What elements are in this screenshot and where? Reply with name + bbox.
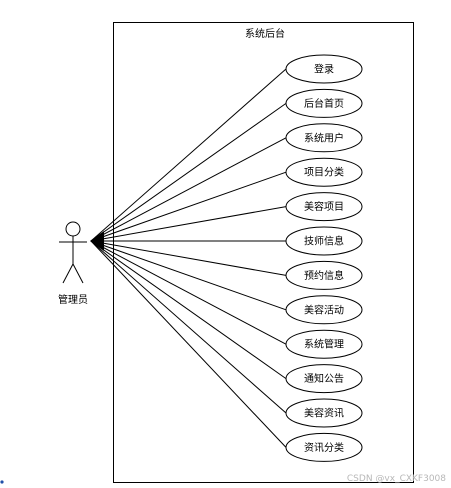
actor-admin[interactable]: 管理员 [58,221,88,306]
use-case[interactable]: 通知公告 [285,364,363,394]
association-line [90,102,287,242]
use-case-label: 美容资讯 [304,407,344,420]
association-line [90,240,287,345]
watermark: CSDN @vx_CXKF3008 [347,474,446,484]
edge-marker-dot [0,480,4,484]
association-arrowheads [90,231,104,251]
use-case-ellipse [285,192,363,222]
use-case[interactable]: 美容活动 [285,295,363,325]
use-case[interactable]: 项目分类 [285,157,363,187]
system-title: 系统后台 [245,27,285,40]
association-line [90,240,287,414]
association-line [90,240,287,276]
use-case-label: 项目分类 [304,166,344,179]
association-line [90,240,287,380]
use-case-ellipse [285,54,363,84]
association-line [90,68,287,242]
use-case[interactable]: 美容资讯 [285,398,363,428]
use-case-label: 资讯分类 [304,441,344,454]
use-case-list: 登录后台首页系统用户项目分类美容项目技师信息预约信息美容活动系统管理通知公告美容… [285,54,363,462]
use-case-ellipse [285,295,363,325]
stick-figure-icon [59,221,87,284]
use-case[interactable]: 美容项目 [285,192,363,222]
association-line [90,206,287,242]
use-case-label: 系统用户 [304,131,344,144]
use-case[interactable]: 系统用户 [285,123,363,153]
use-case-ellipse [285,88,363,118]
use-case[interactable]: 系统管理 [285,329,363,359]
use-case-ellipse [285,329,363,359]
use-case-ellipse [285,157,363,187]
use-case-label: 通知公告 [304,372,344,385]
association-lines [90,68,287,448]
use-case-ellipse [285,123,363,153]
use-case[interactable]: 登录 [285,54,363,84]
use-case-label: 技师信息 [304,235,344,248]
use-case-ellipse [285,226,363,256]
use-case-label: 后台首页 [304,97,344,110]
association-line [90,240,287,448]
use-case-label: 美容项目 [304,200,344,213]
association-line [90,137,287,242]
association-line [90,240,287,311]
use-case-label: 美容活动 [304,303,344,316]
use-case-label: 登录 [314,63,334,76]
use-case-ellipse [285,432,363,462]
use-case[interactable]: 后台首页 [285,88,363,118]
use-case[interactable]: 资讯分类 [285,432,363,462]
use-case-ellipse [285,398,363,428]
association-line [90,171,287,242]
use-case-ellipse [285,364,363,394]
use-case-label: 系统管理 [304,338,344,351]
use-case[interactable]: 预约信息 [285,260,363,290]
use-case-label: 预约信息 [304,269,344,282]
use-case[interactable]: 技师信息 [285,226,363,256]
use-case-ellipse [285,260,363,290]
actor-name: 管理员 [58,293,88,306]
